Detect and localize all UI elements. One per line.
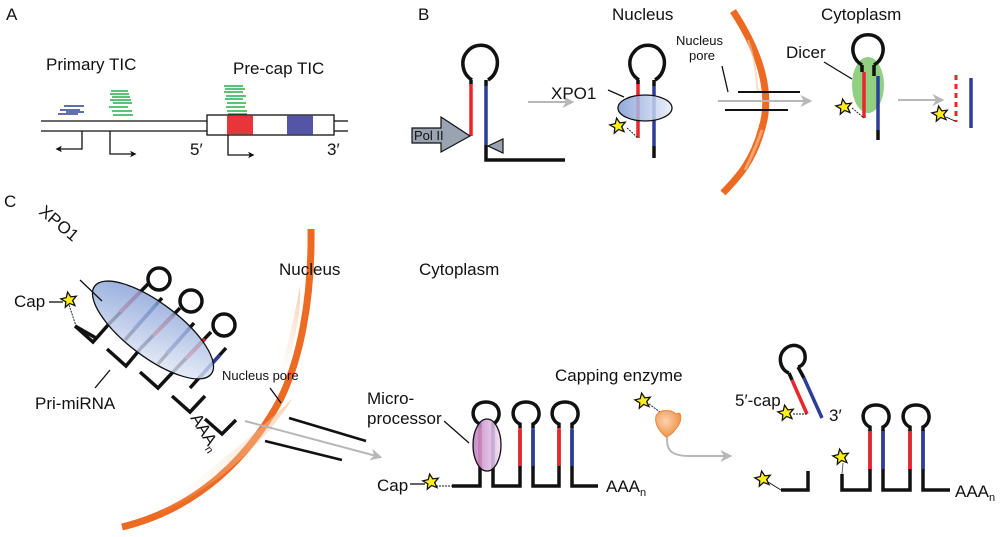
primary-tic-label: Primary TIC: [46, 55, 136, 74]
panel-a: A Primary TIC Pre-cap TIC: [6, 5, 348, 159]
blue-exon: [287, 115, 313, 135]
xpo1-export-complex: XPO1: [551, 43, 673, 158]
reverse-tss-arrow-icon: [55, 131, 83, 153]
dicer-protein: [852, 57, 884, 113]
nucleus-pore-c-bottom: [264, 439, 343, 462]
precap-tss-arrow-icon: [227, 135, 255, 159]
nucleus-pore-label-b-line1: Nucleus: [676, 33, 723, 48]
nuclear-membrane-b: [720, 9, 770, 196]
promoter-triangle-icon: [486, 138, 504, 154]
nucleus-label-b: Nucleus: [612, 5, 673, 24]
aaa-tail-label-c3: AAAn: [955, 482, 995, 504]
nascent-pri-mirna-hairpin: [461, 43, 565, 162]
cap-label-c2: Cap: [377, 476, 408, 495]
three-prime-label: 3′: [327, 140, 340, 159]
genomic-dna: [41, 120, 348, 132]
pol-ii-label: Pol II: [414, 128, 444, 143]
microprocessor-label-line1: Micro-: [367, 389, 414, 408]
aaa-tail-label-c1: AAAn: [184, 410, 224, 456]
cap-star-icon: [421, 472, 440, 491]
nucleus-pore-label-b-line2: pore: [689, 48, 715, 63]
capping-enzyme-icon: [655, 410, 682, 438]
panel-a-label: A: [6, 5, 18, 24]
xpo1-label-b: XPO1: [551, 84, 596, 103]
export-arrow-c-icon: [244, 420, 383, 461]
remaining-pri-mirna: AAAn: [831, 403, 995, 504]
cap-star-icon: [776, 403, 795, 422]
microprocessor-protein: [472, 418, 502, 472]
nucleus-pore-label-c: Nucleus pore: [222, 368, 299, 383]
xpo1-label-c: XPO1: [35, 202, 82, 246]
panel-b-label: B: [418, 5, 429, 24]
capped-pre-mirna: 5′-cap 3′: [735, 343, 842, 425]
cap-star-icon: [930, 104, 949, 123]
precap-tic-green-reads: [224, 85, 247, 115]
pri-mirna-label: Pri-miRNA: [35, 394, 116, 413]
primary-tic-blue-reads: [58, 105, 84, 115]
panel-c-label: C: [4, 192, 16, 211]
cap-star-icon: [608, 116, 627, 135]
panel-c: C Nucleus Cytoplasm XPO1: [4, 192, 995, 531]
capped-5prime-fragment: [753, 469, 810, 492]
pre-mirna-host-gene-box: [206, 114, 335, 136]
mature-mirna-duplex: [930, 75, 973, 128]
nuclear-membrane-c: [121, 228, 315, 531]
capping-enzyme-step: Capping enzyme: [555, 366, 733, 462]
red-exon: [227, 115, 253, 135]
aaa-tail-label-c2: AAAn: [606, 477, 646, 499]
five-prime-label: 5′: [190, 140, 203, 159]
pri-mirna-xpo1-complex: XPO1 Cap Pri-miRNA AAAn: [14, 202, 238, 456]
xpo1-protein: [617, 94, 673, 122]
cap-star-icon: [59, 290, 78, 309]
cytoplasm-label-c: Cytoplasm: [419, 260, 499, 279]
cap-star-icon: [633, 391, 652, 410]
primary-tic-green-reads: [109, 90, 133, 116]
cap-star-icon: [831, 447, 850, 466]
cytoplasm-label-b: Cytoplasm: [821, 5, 901, 24]
five-prime-cap-label: 5′-cap: [735, 391, 781, 410]
capping-enzyme-label: Capping enzyme: [555, 366, 683, 385]
cap-star-icon: [834, 97, 853, 116]
cap-star-icon: [753, 469, 772, 488]
nucleus-label-c: Nucleus: [279, 260, 340, 279]
three-prime-label-c: 3′: [829, 406, 842, 425]
nucleus-pore-c-top: [288, 416, 367, 443]
microprocessor-complex: Micro- processor Cap AAAn: [367, 389, 646, 499]
pol-ii-icon: Pol II: [411, 115, 504, 154]
dicer-label: Dicer: [786, 43, 826, 62]
precap-tic-label: Pre-cap TIC: [233, 59, 324, 78]
microprocessor-label-line2: processor: [367, 409, 442, 428]
panel-b: B Nucleus Cytoplasm Pol II: [411, 5, 973, 196]
cap-label-c1: Cap: [14, 292, 45, 311]
capping-arrow-icon: [666, 436, 733, 462]
forward-tss-arrow-icon: [109, 131, 137, 158]
xpo1-protein-c: [91, 280, 215, 380]
dicer-complex: Dicer: [786, 33, 885, 140]
